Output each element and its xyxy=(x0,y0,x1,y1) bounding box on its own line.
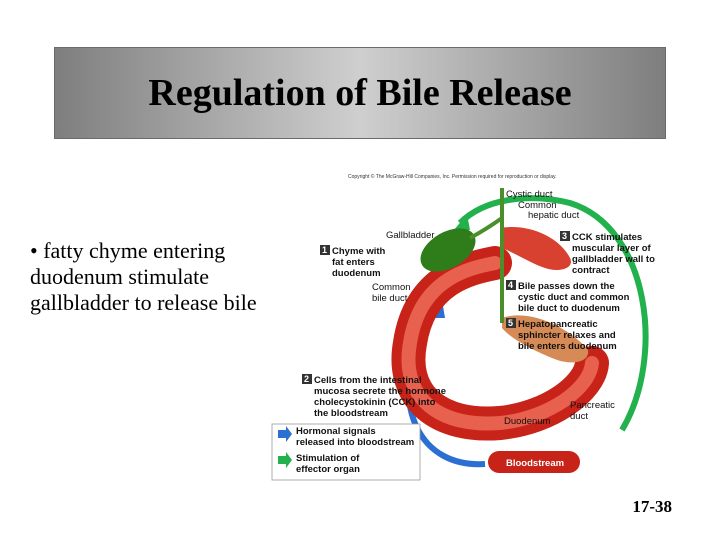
step-3-line-4: contract xyxy=(572,265,610,276)
step-4-line-2: cystic duct and common xyxy=(518,292,630,303)
legend-stimulation-arrow-icon xyxy=(278,452,292,468)
step-1-line-3: duodenum xyxy=(332,268,381,279)
pancreas-shape xyxy=(502,315,589,363)
label-common-bile-1: Common xyxy=(372,282,411,293)
legend-hormonal-arrow-icon xyxy=(278,426,292,442)
step-2-line-4: the bloodstream xyxy=(314,408,388,419)
step-2-badge xyxy=(302,374,312,384)
step-5-line-1: Hepatopancreatic xyxy=(518,319,598,330)
legend-stimulation-line-1: Stimulation of xyxy=(296,453,360,464)
cystic-duct-line xyxy=(469,216,504,240)
title-banner: Regulation of Bile Release xyxy=(54,47,666,139)
step-1-badge xyxy=(320,245,330,255)
step-5-line-2: sphincter relaxes and xyxy=(518,330,616,341)
label-common-bile-2: bile duct xyxy=(372,293,408,304)
slide-title: Regulation of Bile Release xyxy=(148,72,572,114)
step-3-line-3: gallbladder wall to xyxy=(572,254,655,265)
bullet-text: • fatty chyme entering duodenum stimulat… xyxy=(30,238,257,315)
label-pancreatic-1: Pancreatic xyxy=(570,400,615,411)
label-pancreatic-2: duct xyxy=(570,411,588,422)
step-2-line-2: mucosa secrete the hormone xyxy=(314,386,446,397)
step-1-line-2: fat enters xyxy=(332,257,375,268)
step-4-line-1: Bile passes down the xyxy=(518,281,615,292)
legend-hormonal-line-2: released into bloodstream xyxy=(296,437,414,448)
stomach-shape xyxy=(500,227,571,270)
label-duodenum: Duodenum xyxy=(504,416,551,427)
legend-hormonal-line-1: Hormonal signals xyxy=(296,426,376,437)
figure-copyright: Copyright © The McGraw-Hill Companies, I… xyxy=(348,173,557,180)
page-number: 17-38 xyxy=(632,497,672,516)
step-4-line-3: bile duct to duodenum xyxy=(518,303,620,314)
label-common-hepatic-1: Common xyxy=(518,200,557,211)
step-5-number: 5 xyxy=(508,318,513,328)
step-2-number: 2 xyxy=(304,374,309,384)
step-1-line-1: Chyme with xyxy=(332,246,386,257)
legend-stimulation-line-2: effector organ xyxy=(296,464,360,475)
step-3-line-2: muscular layer of xyxy=(572,243,652,254)
step-1-number: 1 xyxy=(322,245,327,255)
legend-box xyxy=(271,423,421,481)
step-2-line-1: Cells from the intestinal xyxy=(314,375,422,386)
step-4-badge xyxy=(506,280,516,290)
step-2-line-3: cholecystokinin (CCK) into xyxy=(314,397,436,408)
stimulation-arrow xyxy=(457,195,649,432)
step-3-badge xyxy=(560,231,570,241)
duodenum-lumen xyxy=(401,256,599,431)
label-common-hepatic-2: hepatic duct xyxy=(528,210,580,221)
step-4-number: 4 xyxy=(508,280,513,290)
step-5-badge xyxy=(506,318,516,328)
step-5-line-3: bile enters duodenum xyxy=(518,341,617,352)
label-cystic-duct: Cystic duct xyxy=(506,189,553,200)
bloodstream-vessel xyxy=(488,451,580,473)
step-3-number: 3 xyxy=(562,231,567,241)
stimulation-arrowhead xyxy=(454,214,470,230)
step-3-line-1: CCK stimulates xyxy=(572,232,642,243)
bile-regulation-figure: Copyright © The McGraw-Hill Companies, I… xyxy=(271,173,655,481)
bloodstream-label: Bloodstream xyxy=(506,458,564,469)
label-gallbladder: Gallbladder xyxy=(386,230,435,241)
gallbladder-shape xyxy=(420,228,476,272)
